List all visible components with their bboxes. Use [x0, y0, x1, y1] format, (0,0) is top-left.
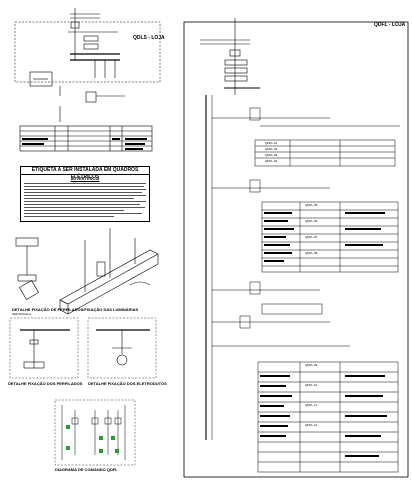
- command-diagram: [54, 399, 136, 466]
- detail-perfilados-luminarias-scale: SEM ESCALA: [12, 312, 32, 316]
- qdfl-circuit-group-1: [212, 107, 400, 167]
- warning-text-block: [24, 182, 146, 220]
- circuit-label: QDFL-04: [265, 159, 278, 163]
- detail-eletrodutos-sketch: [87, 317, 157, 379]
- qdfl-table-cell-marks: [260, 212, 387, 457]
- qdfl-title: QDFL - LOJA: [374, 22, 406, 28]
- command-diagram-green-coils: [66, 425, 119, 453]
- circuit-label: QDFL-01: [265, 141, 278, 145]
- circuit-label: QDFL-12: [305, 423, 318, 427]
- warning-subtitle: ADVERTÊNCIA: [70, 176, 100, 181]
- circuit-label: QDFL-06: [305, 219, 318, 223]
- qdls-title: QDLS - LOJA: [133, 35, 165, 41]
- qdfl-circuit-group-2: [212, 179, 399, 273]
- circuit-label: QDFL-08: [305, 251, 318, 255]
- circuit-label: QDFL-07: [305, 235, 318, 239]
- warning-text-lines: [24, 183, 146, 217]
- qdfl-circuit-group-4: [212, 345, 399, 473]
- detail-eletrodutos-caption: DETALHE FIXAÇÃO DOS ELETRODUTOS: [88, 381, 167, 386]
- circuit-label: QDFL-10: [305, 383, 318, 387]
- qdls-single-line-diagram: [14, 8, 161, 152]
- detail-perfilados-sketch: [9, 317, 79, 379]
- qdfl-main-feeder: [200, 18, 260, 440]
- circuit-label: QDFL-09: [305, 363, 318, 367]
- warning-label-box: ETIQUETA A SER INSTALADA EM QUADROS ELÉT…: [20, 166, 150, 222]
- qdfl-circuit-group-3: [212, 281, 330, 329]
- detail-perfilados-luminarias-caption: DETALHE FIXAÇÃO DE PERFILADOS/FIXAÇÃO DA…: [12, 307, 139, 312]
- qdls-table-cells: [22, 138, 147, 150]
- warning-title: ETIQUETA A SER INSTALADA EM QUADROS ELÉT…: [21, 167, 149, 180]
- circuit-label: QDFL-05: [305, 203, 318, 207]
- circuit-label: QDFL-03: [265, 153, 278, 157]
- detail-perfilados-luminarias: [15, 228, 159, 315]
- detail-perfilados-caption: DETALHE FIXAÇÃO DOS PERFILADOS: [8, 381, 83, 386]
- qdfl-sheet-frame: [183, 21, 409, 478]
- circuit-label: QDFL-02: [265, 147, 278, 151]
- circuit-label: QDFL-11: [305, 403, 318, 407]
- command-diagram-caption: DIAGRAMA DE COMANDO QDFL: [55, 467, 118, 472]
